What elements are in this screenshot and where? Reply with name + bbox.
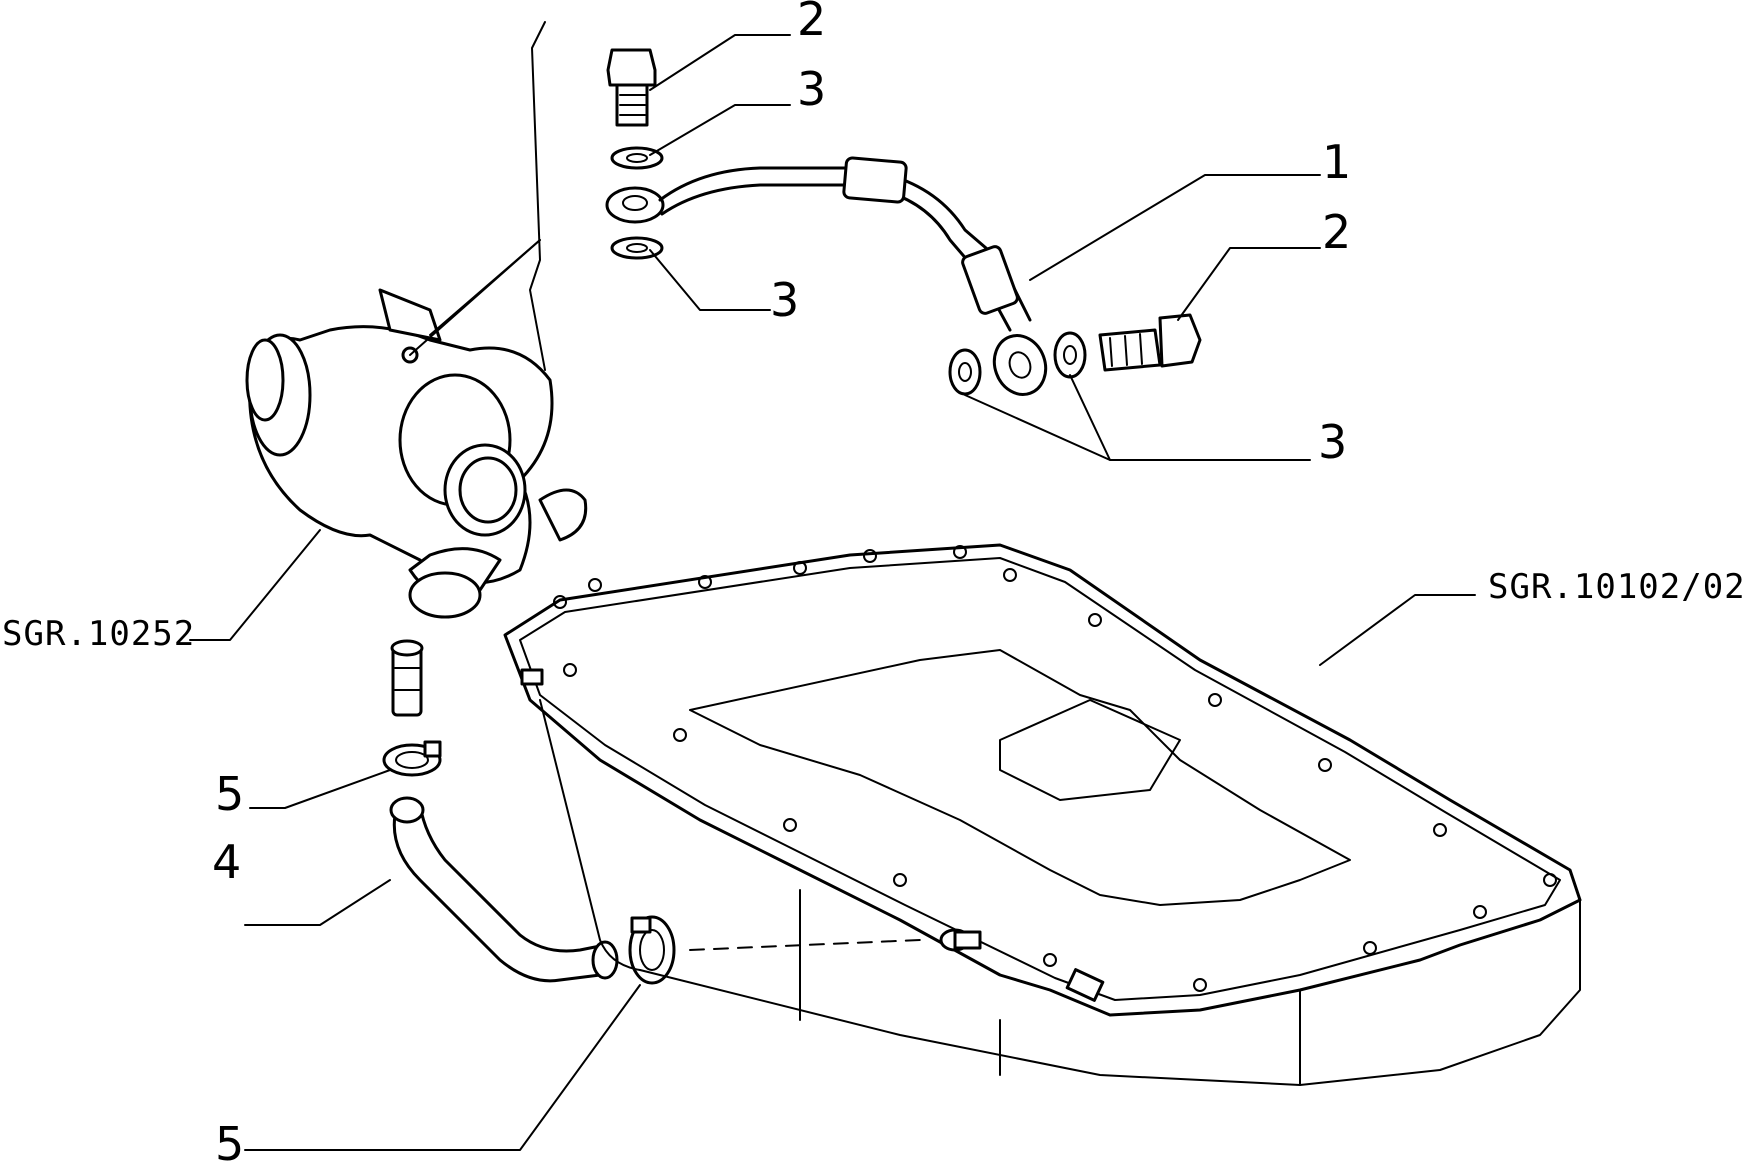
washer-right-right (1053, 331, 1087, 379)
oil-return-hose (389, 796, 619, 983)
hose-clamp-lower (628, 915, 676, 985)
oil-sump (503, 543, 1582, 1086)
leader-lines (189, 34, 1476, 1151)
callout-1: 1 (1322, 135, 1351, 189)
callout-3-top-upper: 3 (797, 62, 826, 116)
hose-union-fitting (390, 639, 424, 717)
washer-right-left (948, 348, 982, 396)
hose-clamp-upper (382, 740, 442, 777)
banjo-bolt-top (606, 48, 657, 127)
callout-5-upper: 5 (215, 767, 244, 821)
callout-3-right: 3 (1318, 415, 1347, 469)
callout-5-lower: 5 (215, 1117, 244, 1163)
callout-2-top: 2 (797, 0, 826, 46)
callout-4: 4 (212, 835, 241, 889)
oil-feed-pipe (605, 156, 1048, 396)
washer-top-lower (610, 236, 664, 260)
callout-3-top-lower: 3 (770, 273, 799, 327)
callout-2-right: 2 (1322, 205, 1351, 259)
turbocharger (245, 21, 588, 619)
banjo-bolt-right (1098, 313, 1202, 372)
ref-turbocharger: SGR.10252 (2, 614, 195, 654)
ref-oil-sump: SGR.10102/02 (1488, 567, 1744, 607)
washer-top-upper (610, 146, 664, 170)
